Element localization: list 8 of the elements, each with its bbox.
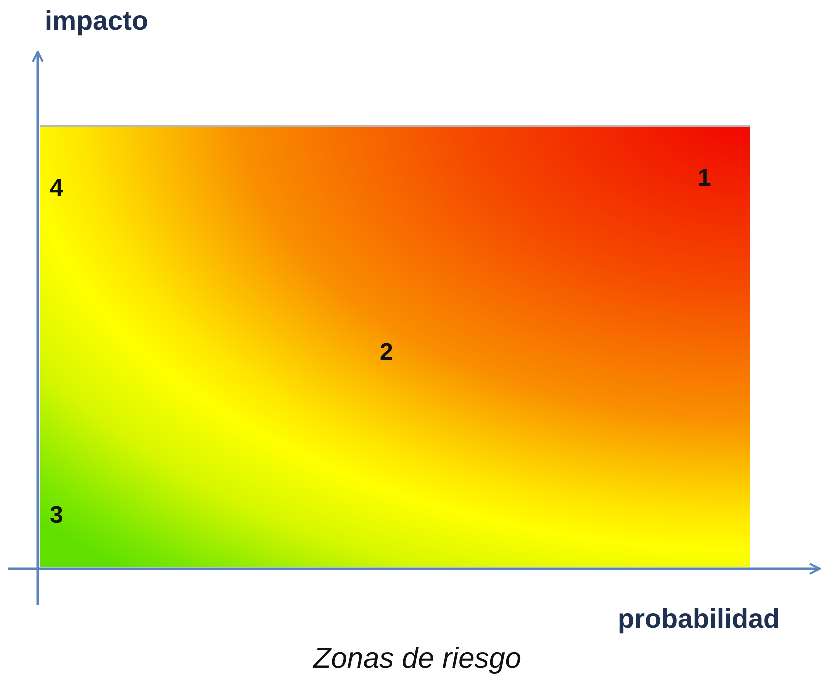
zone-number: 1 <box>698 165 712 193</box>
risk-gradient-area <box>40 125 750 567</box>
zone-number: 4 <box>50 175 64 203</box>
zone-number: 3 <box>50 502 64 530</box>
caption: Zonas de riesgo <box>312 643 522 676</box>
axis-label: impacto <box>45 6 149 37</box>
zone-number: 2 <box>380 339 394 367</box>
axis-label: probabilidad <box>618 604 780 635</box>
